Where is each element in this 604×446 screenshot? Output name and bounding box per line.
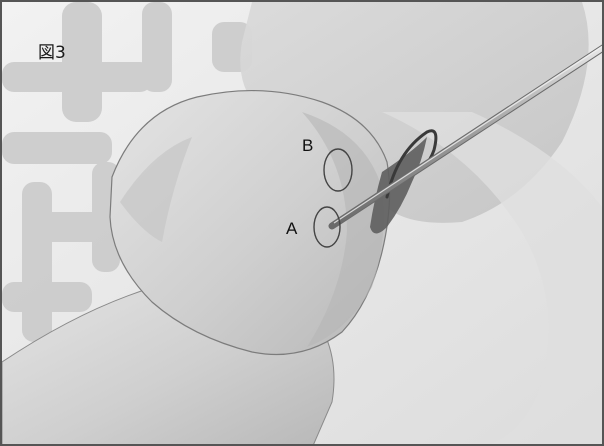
point-label-a: A	[286, 219, 297, 239]
point-label-b: B	[302, 136, 313, 156]
figure-label: 図3	[38, 38, 66, 63]
